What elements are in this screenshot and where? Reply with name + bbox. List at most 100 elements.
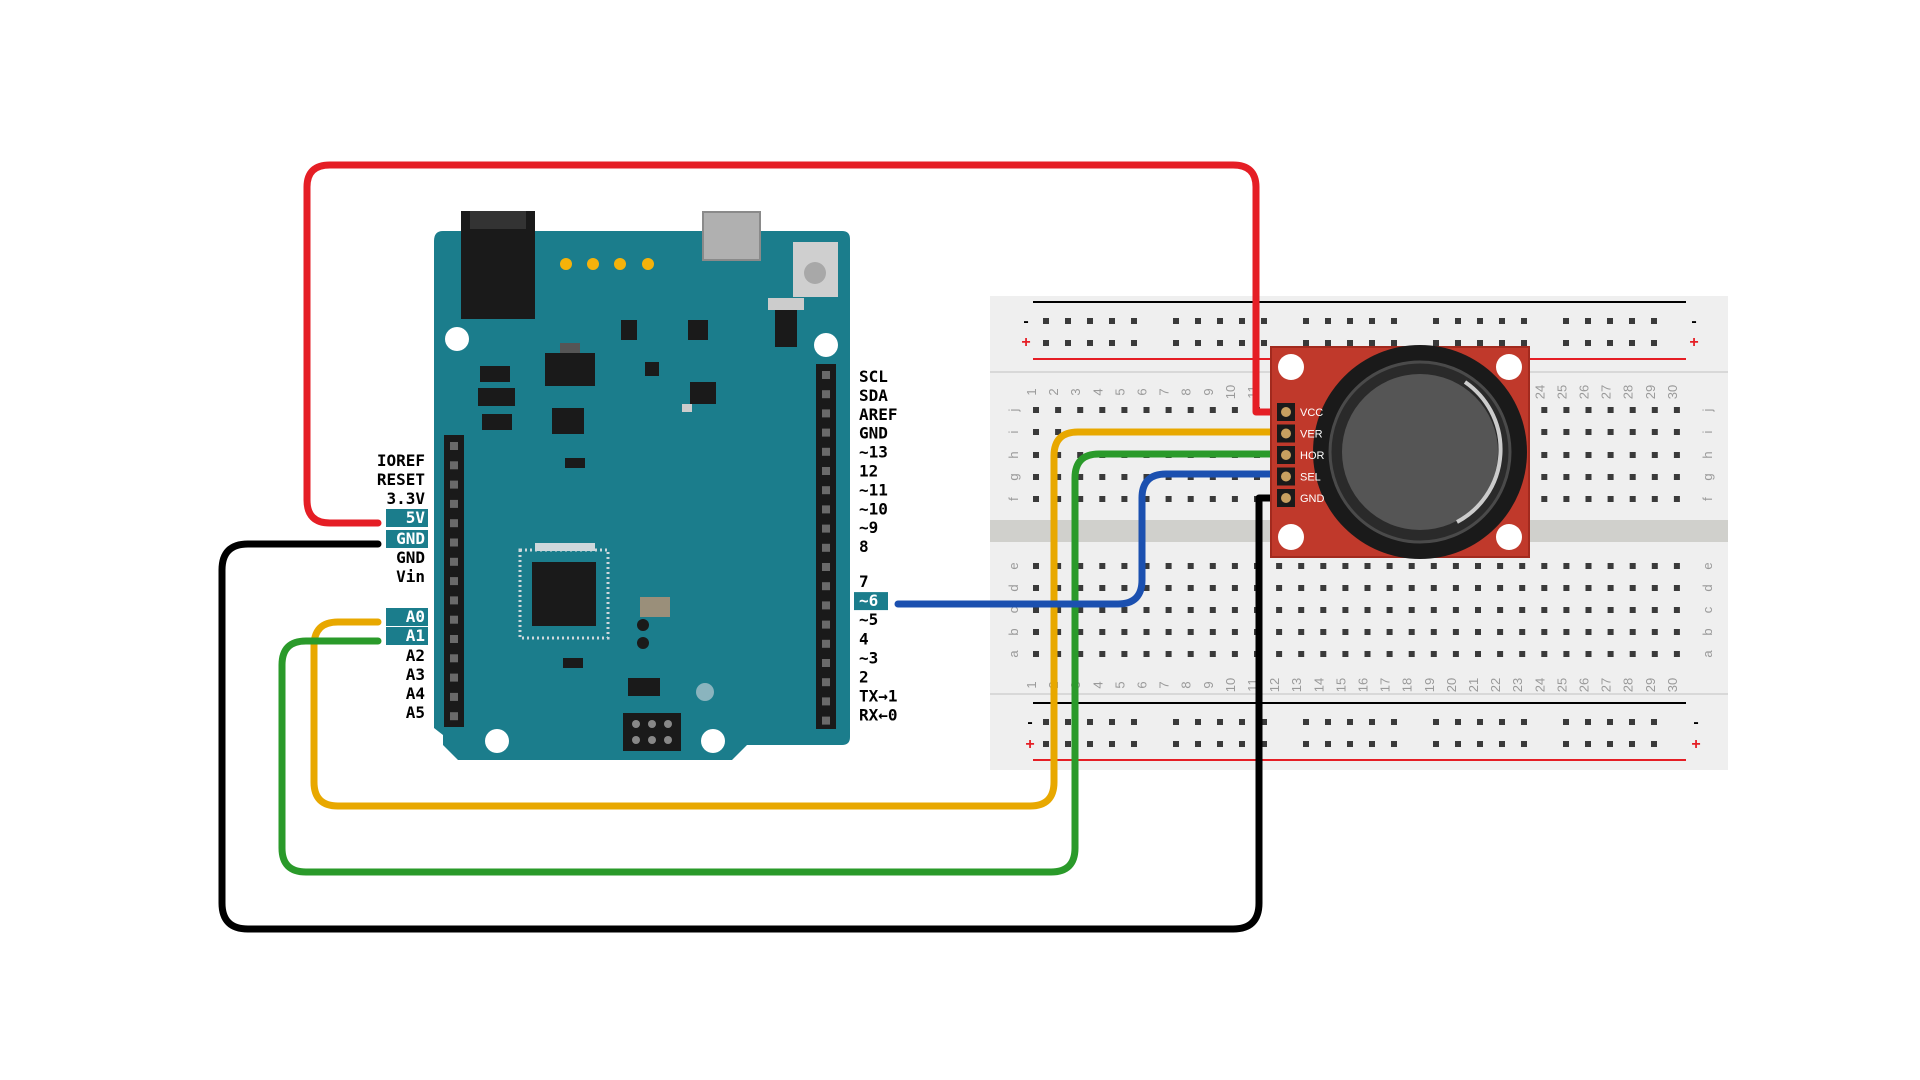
breadboard-hole <box>1563 496 1570 502</box>
breadboard-hole <box>1364 629 1371 635</box>
header-pin <box>450 615 458 624</box>
breadboard-column-number: 8 <box>1179 388 1194 395</box>
rail-hole <box>1131 318 1137 324</box>
breadboard-hole <box>1541 407 1548 413</box>
breadboard-hole <box>1430 585 1437 591</box>
breadboard-hole <box>1055 607 1062 613</box>
rail-hole <box>1629 719 1635 725</box>
breadboard-hole <box>1209 629 1216 635</box>
breadboard-hole <box>1077 629 1084 635</box>
wire-a0-yellow <box>310 428 1274 810</box>
breadboard-hole <box>1541 629 1548 635</box>
rail-hole <box>1585 340 1591 346</box>
arduino-pin-label: RESET <box>377 470 425 489</box>
breadboard-hole <box>1585 496 1592 502</box>
usb-connector <box>703 212 760 260</box>
rail-sign: + <box>1689 334 1698 351</box>
breadboard-column-number: 25 <box>1554 385 1569 399</box>
breadboard-column-number: 28 <box>1621 678 1636 692</box>
breadboard-column-number: 20 <box>1444 678 1459 692</box>
pin-label-highlight <box>386 608 428 626</box>
breadboard-column-number: 15 <box>1333 678 1348 692</box>
breadboard-hole <box>1452 629 1459 635</box>
rail-hole <box>1563 318 1569 324</box>
header-pin <box>822 428 830 437</box>
breadboard-hole <box>1585 607 1592 613</box>
wire-a1-green <box>278 450 1274 876</box>
rail-hole <box>1607 318 1613 324</box>
header-pin <box>822 563 830 571</box>
breadboard-column-number: 1 <box>1024 388 1039 395</box>
breadboard-hole <box>1143 629 1150 635</box>
breadboard-hole <box>1055 585 1062 591</box>
breadboard-hole <box>1055 496 1062 502</box>
breadboard-row-letter: d <box>1006 584 1021 591</box>
rail-hole <box>1109 340 1115 346</box>
breadboard-hole <box>1563 429 1570 435</box>
breadboard-hole <box>1519 651 1526 657</box>
header-pins <box>450 371 830 725</box>
rail-sign: + <box>1021 334 1030 351</box>
mount-hole-1 <box>445 327 469 351</box>
icsp-pin <box>648 736 656 744</box>
mount-hole-3 <box>485 729 509 753</box>
breadboard-hole <box>1629 563 1636 569</box>
arduino-pin-label: ~5 <box>859 610 878 629</box>
component-d <box>775 305 797 347</box>
wire-d6-blue <box>894 470 1274 608</box>
breadboard-hole <box>1099 407 1106 413</box>
joystick-pin <box>1281 450 1291 460</box>
header-pin <box>822 639 830 648</box>
rail-hole <box>1607 719 1613 725</box>
breadboard-hole <box>1298 629 1305 635</box>
component-b <box>478 388 515 406</box>
arduino-pin-label: ~3 <box>859 648 878 667</box>
breadboard-column-number: 16 <box>1356 678 1371 692</box>
breadboard-hole <box>1408 607 1415 613</box>
breadboard-hole <box>1408 585 1415 591</box>
icsp-pin <box>664 720 672 728</box>
breadboard-hole <box>1673 407 1680 413</box>
breadboard-hole <box>1629 429 1636 435</box>
breadboard-column-number: 29 <box>1643 385 1658 399</box>
breadboard-hole <box>1629 629 1636 635</box>
rail-hole <box>1651 719 1657 725</box>
joystick-pin-label: SEL <box>1300 472 1321 484</box>
microcontroller-pins <box>518 548 610 640</box>
breadboard-hole <box>1033 607 1039 613</box>
breadboard-row-letter: c <box>1700 606 1715 613</box>
breadboard-hole <box>1121 607 1128 613</box>
rail-hole <box>1455 741 1461 747</box>
breadboard-hole <box>1231 563 1238 569</box>
breadboard-hole <box>1143 607 1150 613</box>
breadboard-hole <box>1408 651 1415 657</box>
icsp-pin <box>664 736 672 744</box>
breadboard-hole <box>1055 563 1062 569</box>
rail-hole <box>1043 318 1049 324</box>
rail-hole <box>1455 318 1461 324</box>
breadboard-hole <box>1563 563 1570 569</box>
breadboard-hole <box>1673 496 1680 502</box>
voltage-regulator-tab <box>560 343 580 353</box>
breadboard-hole <box>1452 651 1459 657</box>
breadboard-hole <box>1585 452 1592 458</box>
rail-hole <box>1087 741 1093 747</box>
breadboard-hole <box>1519 585 1526 591</box>
breadboard-hole <box>1364 607 1371 613</box>
rail-hole <box>1607 741 1613 747</box>
arduino-pin-label: A2 <box>406 646 425 665</box>
breadboard-hole <box>1320 629 1327 635</box>
breadboard-hole <box>1099 474 1106 480</box>
indicator-dot <box>696 683 714 701</box>
arduino-pin-label: SCL <box>859 367 888 386</box>
rail-hole <box>1065 719 1071 725</box>
arduino-pin-label: RX←0 <box>859 706 898 725</box>
rail-hole <box>1173 318 1179 324</box>
breadboard-hole <box>1033 407 1039 413</box>
breadboard-column-number: 24 <box>1532 678 1547 692</box>
breadboard-hole <box>1121 474 1128 480</box>
header-pin <box>822 409 830 418</box>
icsp-pin <box>648 720 656 728</box>
breadboard-hole <box>1077 585 1084 591</box>
arduino-pin-label: A1 <box>406 626 425 645</box>
